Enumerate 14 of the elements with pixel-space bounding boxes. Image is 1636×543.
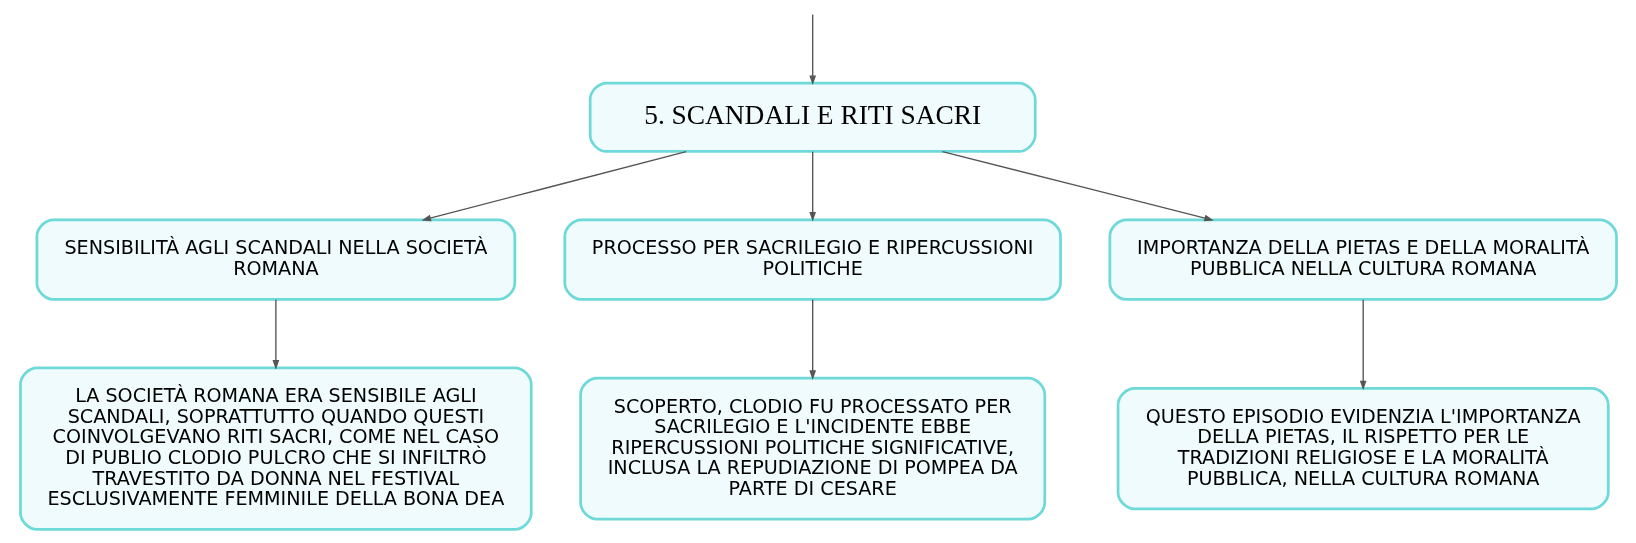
arrow — [941, 150, 1214, 222]
node-box: IMPORTANZA DELLA PIETAS E DELLA MORALITÀ PUBBLICA NELLA CULTURA ROMANA — [1107, 218, 1618, 301]
node-box: LA SOCIETÀ ROMANA ERA SENSIBILE AGLI SCANDALI, SOPRATTUTTO QUANDO QUESTI COINVOLGEVANO RITI SACRI, COME NEL CASO DI PUBLIO CLODIO PULCRO CHE SI INFILTRÒ TRAVESTITO DA DONNA NEL FESTIVAL ESCLUSIVAMENTE FEMMINILE DELLA BONA DEA — [18, 366, 533, 531]
node-box: SCOPERTO, CLODIO FU PROCESSATO PER SACRILEGIO E L'INCIDENTE EBBE RIPERCUSSIONI POLITICHE SIGNIFICATIVE, INCLUSA LA REPUDIAZIONE DI POMPEA DA PARTE DI CESARE — [578, 376, 1046, 521]
arrow — [272, 298, 279, 370]
arrow — [420, 150, 687, 222]
arrow — [808, 298, 816, 380]
arrow — [808, 151, 816, 222]
node-box: 5. SCANDALI E RITI SACRI — [588, 81, 1037, 153]
arrow — [1359, 298, 1367, 391]
node-box: SENSIBILITÀ AGLI SCANDALI NELLA SOCIETÀ ROMANA — [35, 218, 516, 301]
node-box: QUESTO EPISODIO EVIDENZIA L'IMPORTANZA DELLA PIETAS, IL RISPETTO PER LE TRADIZIONI RELIGIOSE E LA MORALITÀ PUBBLICA, NELLA CULTURA ROMANA — [1116, 387, 1610, 511]
arrow — [808, 13, 816, 86]
node-box: PROCESSO PER SACRILEGIO E RIPERCUSSIONI POLITICHE — [562, 218, 1062, 301]
